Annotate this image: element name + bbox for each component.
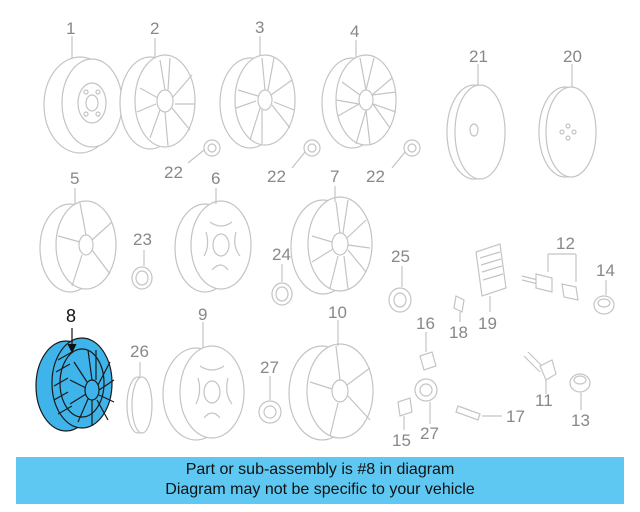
callout-22b: 22 <box>267 167 286 186</box>
callout-15: 15 <box>392 431 411 450</box>
center-cap-22b[interactable] <box>303 139 321 157</box>
wheel-8-highlighted[interactable] <box>35 337 115 432</box>
wheel-bolt-11[interactable] <box>523 351 557 381</box>
banner-line-2: Diagram may not be specific to your vehi… <box>165 481 475 498</box>
callout-12: 12 <box>556 234 575 253</box>
callout-27b: 27 <box>420 424 439 443</box>
wheel-cover-20[interactable] <box>538 86 597 178</box>
callout-4: 4 <box>350 22 359 41</box>
callout-10: 10 <box>328 303 347 322</box>
wheel-6[interactable] <box>174 200 252 293</box>
callout-16: 16 <box>416 314 435 333</box>
callout-18: 18 <box>449 323 468 342</box>
callout-14: 14 <box>596 261 615 280</box>
wheel-5[interactable] <box>39 200 117 293</box>
callout-25: 25 <box>391 247 410 266</box>
valve-stem-17[interactable] <box>455 405 481 421</box>
wheel-2[interactable] <box>119 54 196 150</box>
wheel-bolt-12[interactable] <box>521 273 579 301</box>
valve-15[interactable] <box>397 397 413 417</box>
sensor-16[interactable] <box>419 351 437 371</box>
lock-nut-14[interactable] <box>593 295 615 315</box>
center-cap-22a[interactable] <box>203 139 221 157</box>
callout-17: 17 <box>506 407 525 426</box>
callout-24: 24 <box>272 245 291 264</box>
wheel-1[interactable] <box>43 56 123 154</box>
banner-line-1: Part or sub-assembly is #8 in diagram <box>185 461 455 478</box>
tire-label-19[interactable] <box>475 243 507 297</box>
center-cap-24[interactable] <box>271 282 293 306</box>
callout-13: 13 <box>571 411 590 430</box>
callout-21: 21 <box>469 47 488 66</box>
wheel-cover-26[interactable] <box>126 376 153 434</box>
callout-26: 26 <box>130 342 149 361</box>
wheel-4[interactable] <box>321 54 397 149</box>
wheel-cover-21[interactable] <box>446 84 506 180</box>
callout-7: 7 <box>330 167 339 186</box>
callout-6: 6 <box>211 169 220 188</box>
wheel-7[interactable] <box>290 196 373 295</box>
callout-23: 23 <box>133 230 152 249</box>
center-cap-27a[interactable] <box>258 400 282 424</box>
callout-22c: 22 <box>366 167 385 186</box>
center-cap-27b[interactable] <box>414 378 438 402</box>
callout-8: 8 <box>66 306 76 326</box>
callout-19: 19 <box>478 314 497 333</box>
wheel-10[interactable] <box>288 343 374 441</box>
callout-3: 3 <box>255 18 264 37</box>
center-cap-22c[interactable] <box>403 139 421 157</box>
callout-2: 2 <box>150 19 159 38</box>
callout-27a: 27 <box>260 358 279 377</box>
notice-banner: Part or sub-assembly is #8 in diagram Di… <box>16 457 624 504</box>
callout-9: 9 <box>198 305 207 324</box>
callout-11: 11 <box>535 391 553 410</box>
valve-18[interactable] <box>453 295 465 313</box>
callout-20: 20 <box>563 47 582 66</box>
callout-1: 1 <box>66 19 75 38</box>
wheel-3[interactable] <box>219 54 296 149</box>
nut-13[interactable] <box>569 373 591 393</box>
callout-5: 5 <box>70 169 79 188</box>
callout-22a: 22 <box>164 163 183 182</box>
center-cap-23[interactable] <box>131 266 153 290</box>
parts-diagram: 1 2 3 4 21 20 22 22 22 5 6 7 23 24 25 12… <box>35 18 615 450</box>
wheel-9[interactable] <box>162 345 245 441</box>
center-cap-25[interactable] <box>388 287 412 313</box>
